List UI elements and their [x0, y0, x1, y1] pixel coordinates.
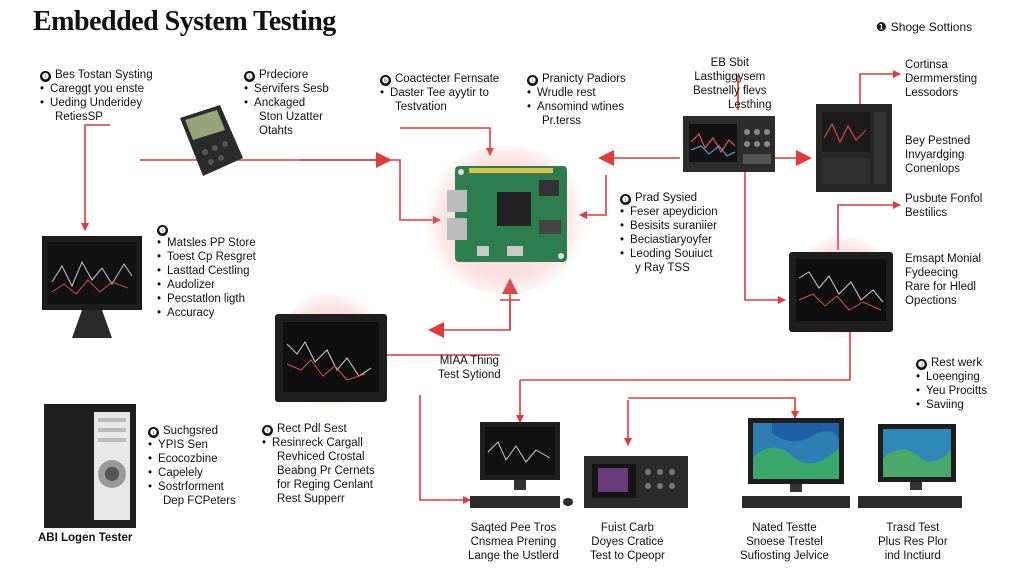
- block-bey-pestned: Bey Pestned Invyardging Conenlops: [905, 135, 971, 175]
- arrow-mid-to-right: [520, 330, 851, 381]
- block-miaa-thing: MIAA Thing Test Sytiond: [438, 355, 501, 381]
- badge-icon: ❶: [876, 20, 887, 34]
- desktop-pc-1-icon: [470, 422, 573, 508]
- arrow-b1-to-monitor: [81, 124, 110, 231]
- middle-monitor-icon: [275, 314, 387, 402]
- top-right-label: ❶ Shoge Sottions: [876, 20, 973, 34]
- circuit-board-icon: [447, 166, 567, 262]
- badge-icon: ❶: [157, 225, 168, 236]
- badge-icon: ❶: [40, 71, 51, 82]
- desktop-pc-4-icon: [858, 424, 962, 508]
- block-trasd-test: Trasd Test Plus Res Plor ind Inctiurd: [878, 522, 948, 562]
- test-tower-icon: [816, 104, 892, 192]
- arrow-b3-to-board: [400, 127, 494, 156]
- arrow-mid-to-pc1: [419, 395, 471, 504]
- badge-icon: ❶: [148, 427, 159, 438]
- block-nated-testte: Nated Testte Snoese Trestel Sufiosting J…: [740, 522, 829, 562]
- arrow-b9-to-board: [579, 175, 607, 219]
- block-emsapt: Emsapt Monial Fydeecing Rare for Hledl O…: [905, 253, 982, 307]
- arrow-b10: [837, 201, 901, 250]
- badge-icon: ❶: [262, 425, 273, 436]
- badge-icon: ❻: [380, 75, 391, 86]
- badge-icon: ❶: [527, 75, 538, 86]
- block-pusbute: Pusbute Fonfol Bestilics: [905, 193, 983, 219]
- instrument-unit-icon: [584, 456, 688, 508]
- right-monitor-icon: [789, 252, 893, 332]
- arrow-board-to-mid: [428, 300, 511, 338]
- bottom-left-label: ABI Logen Tester: [38, 532, 133, 544]
- arrow-scope-to-right-monitor: [744, 170, 786, 304]
- badge-icon: ❸: [916, 359, 927, 370]
- block-eb-sbit: EB Sbit Lasthiggysem Bestnelly flevs Les…: [692, 57, 772, 111]
- server-tower-icon: [44, 404, 136, 528]
- block-saqted: Saqted Pee Tros Cnsmea Prening Lange the…: [468, 522, 559, 562]
- block-cortinsa: Cortinsa Dermmersting Lessodors: [905, 59, 978, 99]
- block-matsles: ❶ Matsles PP Store Toest Cp Resgret Last…: [157, 222, 256, 320]
- arrow-right-pc3: [628, 397, 799, 419]
- block-fuist-carb: Fuist Carb Doyes Cratice Test to Cpeopr: [590, 522, 665, 562]
- left-monitor-icon: [42, 236, 142, 338]
- oscilloscope-icon: [683, 116, 775, 172]
- handheld-meter-icon: [180, 105, 243, 176]
- page-title: Embedded System Testing: [33, 6, 336, 37]
- badge-icon: ❶: [620, 194, 631, 205]
- desktop-pc-3-icon: [742, 418, 850, 508]
- arrow-mid-to-board: [300, 159, 441, 224]
- badge-icon: ❶: [244, 71, 255, 82]
- arrow-tower-to-b6: [859, 70, 901, 112]
